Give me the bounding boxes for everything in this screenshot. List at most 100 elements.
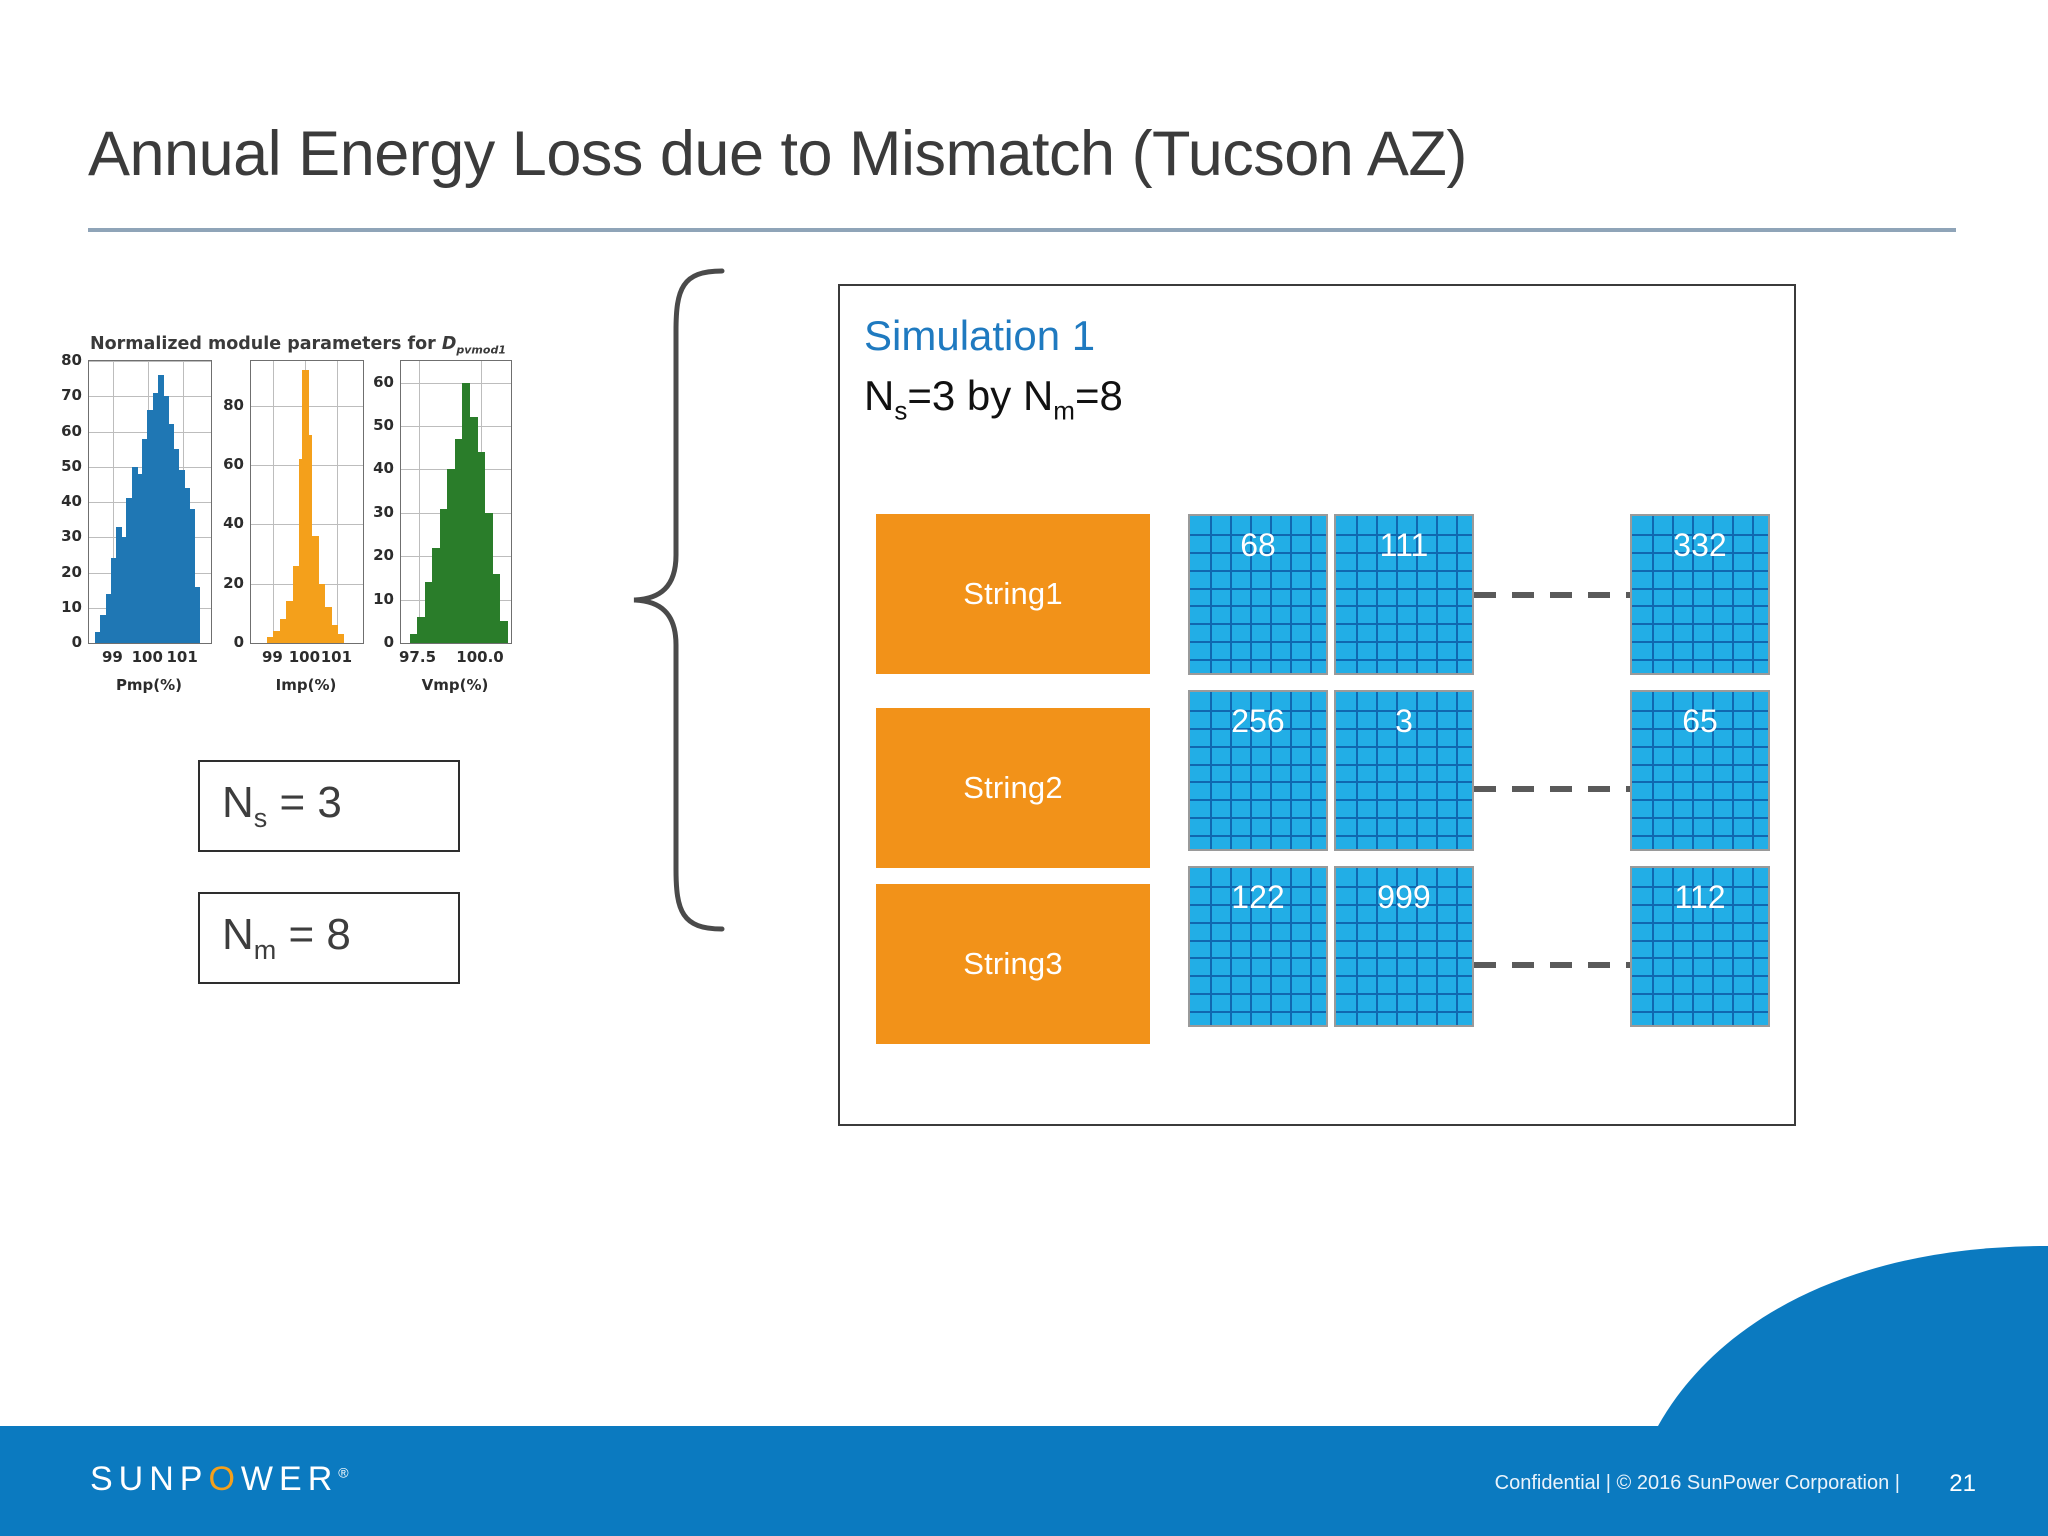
panel-cell-divider-vertical: [1752, 868, 1754, 1025]
x-tick-label: 101: [320, 648, 353, 666]
pv-module-panel[interactable]: 112: [1630, 866, 1770, 1027]
panel-cell-divider-horizontal: [1190, 817, 1326, 820]
sim-sub2: m: [1053, 395, 1075, 426]
panel-cell-divider-vertical: [1396, 516, 1398, 673]
panel-cell-divider-horizontal: [1190, 727, 1326, 730]
pv-module-panel[interactable]: 999: [1334, 866, 1474, 1027]
panel-cell-divider-horizontal: [1190, 1011, 1326, 1014]
panel-cell-divider-horizontal: [1190, 745, 1326, 748]
string-block-string3[interactable]: String3: [876, 884, 1150, 1044]
nm-value: = 8: [288, 910, 351, 960]
panel-cell-divider-vertical: [1416, 692, 1418, 849]
panel-cell-divider-vertical: [1210, 516, 1212, 673]
string-row: String2 256 3 65: [840, 690, 1794, 868]
panel-cell-divider-vertical: [1230, 516, 1232, 673]
x-tick-label: 100.0: [456, 648, 504, 666]
y-tick-label: 20: [61, 562, 82, 581]
panel-number: 3: [1395, 703, 1413, 739]
y-tick-label: 40: [223, 514, 244, 533]
panel-cell-divider-horizontal: [1632, 551, 1768, 554]
panel-cell-divider-horizontal: [1336, 605, 1472, 608]
string-block-string2[interactable]: String2: [876, 708, 1150, 868]
histogram-bar: [147, 410, 154, 643]
pv-module-panel[interactable]: 65: [1630, 690, 1770, 851]
param-box-ns-label: Ns = 3: [200, 778, 342, 834]
gridline-vertical: [337, 361, 339, 643]
panel-cell-divider-horizontal: [1336, 975, 1472, 978]
y-tick-label: 0: [71, 633, 82, 651]
panel-cell-divider-horizontal: [1336, 885, 1472, 888]
panel-cell-divider-horizontal: [1190, 659, 1326, 662]
panel-cell-divider-horizontal: [1336, 763, 1472, 766]
panel-cell-divider-horizontal: [1190, 569, 1326, 572]
histogram-bar: [477, 452, 486, 643]
plot-area: [400, 360, 512, 644]
panel-cell-divider-horizontal: [1632, 641, 1768, 644]
gridline-vertical: [273, 361, 275, 643]
panel-cell-divider-vertical: [1310, 516, 1312, 673]
histogram-bar: [273, 631, 281, 643]
pv-module-panel[interactable]: 111: [1334, 514, 1474, 675]
histogram-bar: [267, 637, 274, 643]
panel-cell-divider-vertical: [1752, 516, 1754, 673]
histogram-bar: [417, 616, 426, 643]
sim-sub1: s: [894, 395, 908, 426]
panel-cell-divider-horizontal: [1336, 835, 1472, 838]
panel-cell-divider-vertical: [1230, 692, 1232, 849]
panel-cell-divider-horizontal: [1632, 781, 1768, 784]
panel-cell-divider-horizontal: [1336, 641, 1472, 644]
panel-cell-divider-horizontal: [1632, 605, 1768, 608]
panel-cell-divider-vertical: [1250, 516, 1252, 673]
panel-cell-divider-horizontal: [1632, 903, 1768, 906]
logo-post: WER: [240, 1460, 339, 1498]
histogram-bar: [194, 586, 201, 643]
panel-cell-divider-horizontal: [1336, 551, 1472, 554]
gridline-horizontal: [401, 382, 511, 384]
panel-cell-divider-horizontal: [1190, 799, 1326, 802]
logo-pre: SUNP: [90, 1460, 209, 1498]
panel-cell-divider-vertical: [1310, 692, 1312, 849]
plot-area: [88, 360, 212, 644]
panel-cell-divider-vertical: [1732, 516, 1734, 673]
histogram-bar: [424, 582, 433, 643]
pv-module-panel[interactable]: 3: [1334, 690, 1474, 851]
confidential-notice: Confidential | © 2016 SunPower Corporati…: [1494, 1472, 1900, 1494]
panel-cell-divider-horizontal: [1190, 551, 1326, 554]
panel-cell-divider-vertical: [1290, 868, 1292, 1025]
histogram-bar: [432, 547, 441, 643]
y-tick-label: 70: [61, 386, 82, 405]
histogram-bar: [110, 558, 117, 643]
histogram-bar: [469, 417, 478, 643]
histogram-bar: [126, 498, 133, 643]
y-tick-label: 30: [373, 502, 394, 521]
pv-module-panel[interactable]: 332: [1630, 514, 1770, 675]
histogram-bar: [331, 625, 338, 643]
pv-module-panel[interactable]: 256: [1188, 690, 1328, 851]
x-tick-label: 97.5: [398, 648, 437, 666]
string-row: String3 122 999 112: [840, 866, 1794, 1044]
panel-number: 332: [1673, 527, 1727, 563]
histogram-bar: [183, 487, 190, 643]
sim-n1: N: [864, 372, 895, 419]
pv-module-panel[interactable]: 122: [1188, 866, 1328, 1027]
panel-cell-divider-horizontal: [1190, 939, 1326, 942]
panel-number: 122: [1231, 879, 1285, 915]
ns-value: = 3: [279, 778, 342, 828]
param-box-nm: Nm = 8: [198, 892, 460, 984]
panel-cell-divider-vertical: [1436, 868, 1438, 1025]
x-tick-label: 99: [101, 648, 123, 666]
footer-curve-decoration: [1408, 1226, 2048, 1426]
histogram-bar: [292, 565, 300, 643]
panel-cell-divider-vertical: [1290, 516, 1292, 673]
panel-cell-divider-vertical: [1732, 868, 1734, 1025]
panel-cell-divider-vertical: [1672, 868, 1674, 1025]
string-block-string1[interactable]: String1: [876, 514, 1150, 674]
pv-module-panel[interactable]: 68: [1188, 514, 1328, 675]
